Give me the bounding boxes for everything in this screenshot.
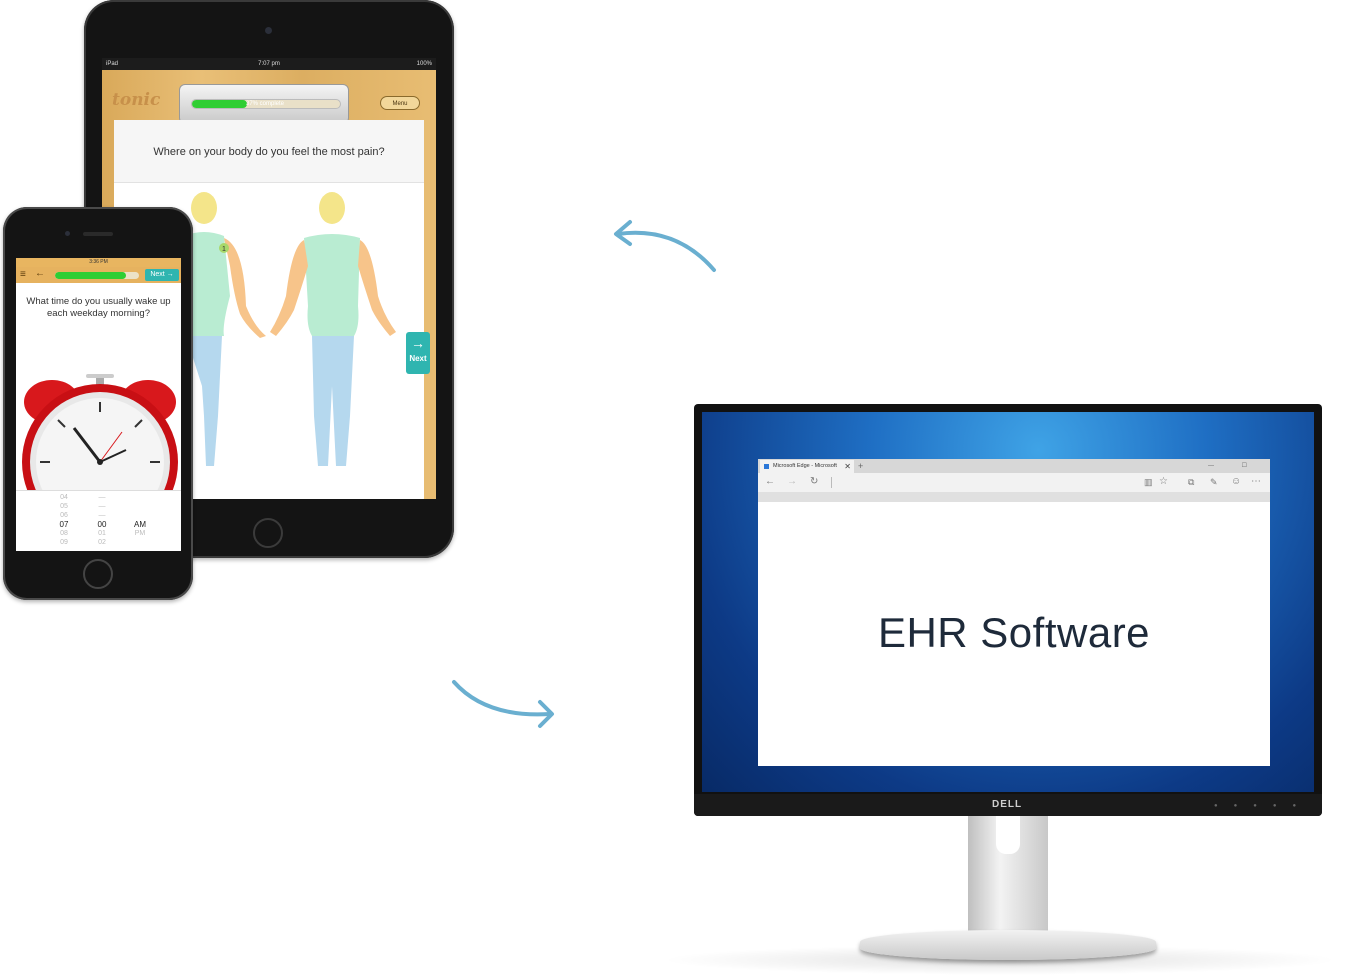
minute-column[interactable]: — — — 00 01 02 [87,493,117,547]
iphone-progress-bar [55,272,139,279]
monitor-bezel-chin: DELL ●●●●● [694,794,1322,816]
picker-period-selected: AM [134,520,146,529]
iphone-next-label: Next [150,271,165,278]
arrow-to-ehr-icon [452,680,554,728]
picker-minute: — [98,503,106,510]
menu-button[interactable]: Menu [380,96,420,110]
tonic-logo: tonic [112,90,161,110]
iphone-progress-fill [55,272,127,279]
progress-fill [192,100,247,108]
arrow-to-devices-icon [614,220,716,272]
clipboard-clip: 37% complete [179,84,349,124]
monitor-stand-slot [996,814,1020,854]
progress-bar: 37% complete [191,99,341,109]
browser-tab[interactable]: Microsoft Edge - Microsoft ✕ [760,460,854,473]
period-column[interactable]: AM PM [125,493,155,538]
picker-minute: — [98,494,106,501]
monitor-stand-base [860,930,1156,960]
browser-titlebar: Microsoft Edge - Microsoft ✕ + — ☐ ✕ [758,459,1270,483]
picker-hour: 08 [60,530,68,537]
hour-column[interactable]: 04 05 06 07 08 09 [49,493,79,547]
picker-minute: — [98,512,106,519]
iphone-home-button[interactable] [83,559,113,589]
iphone-device: 3:36 PM ≡ ← Next → What time do you usua… [3,207,193,600]
tab-title: Microsoft Edge - Microsoft [773,463,837,469]
next-label: Next [409,354,427,363]
dell-logo: DELL [992,799,1023,810]
picker-period [125,502,155,511]
favorites-star-icon[interactable]: ☆ [1159,476,1168,487]
edge-browser-window: Microsoft Edge - Microsoft ✕ + — ☐ ✕ ← →… [758,459,1270,766]
picker-period: PM [134,530,146,537]
picker-period [125,493,155,502]
back-icon[interactable]: ← [765,476,775,487]
iphone-camera [65,231,70,236]
picker-minute: 02 [98,539,106,546]
next-button[interactable]: → Next [406,332,430,374]
ipad-camera [265,27,272,34]
ipad-time: 7:07 pm [258,61,280,67]
web-note-icon[interactable]: ✎ [1210,477,1218,487]
monitor-buttons[interactable]: ●●●●● [1214,803,1313,809]
tab-close-icon[interactable]: ✕ [844,462,851,471]
browser-content-header [758,492,1270,502]
iphone-screen: 3:36 PM ≡ ← Next → What time do you usua… [16,258,181,551]
picker-hour: 06 [60,512,68,519]
iphone-toolbar: ≡ ← Next → [16,267,181,283]
iphone-speaker [83,232,113,236]
monitor-display: Microsoft Edge - Microsoft ✕ + — ☐ ✕ ← →… [702,412,1314,792]
hamburger-menu-icon[interactable]: ≡ [20,269,26,280]
ipad-battery: 100% [416,61,432,67]
picker-hour: 04 [60,494,68,501]
picker-hour-selected: 07 [59,520,69,529]
reading-view-icon[interactable]: ▥ [1144,477,1153,487]
back-arrow-icon[interactable]: ← [35,268,45,279]
iphone-status-bar: 3:36 PM [16,258,181,267]
picker-minute-selected: 00 [97,520,107,529]
browser-navbar: ← → ↻ ▥ ☆ ⧉ ✎ ☺ ⋯ [758,473,1270,493]
nav-divider [831,477,832,488]
arrow-right-icon: → [411,335,425,351]
windows-logo-icon [764,464,769,469]
ipad-status-bar: iPad 7:07 pm 100% [102,58,436,70]
picker-hour: 05 [60,503,68,510]
ipad-home-button[interactable] [253,518,283,548]
body-marker: 1 [222,246,226,253]
feedback-smiley-icon[interactable]: ☺ [1231,476,1242,487]
time-picker[interactable]: 04 05 06 07 08 09 — — — 00 01 02 AM PM [16,490,181,551]
picker-period [125,511,155,520]
iphone-question-text: What time do you usually wake up each we… [26,296,171,319]
question-text: Where on your body do you feel the most … [114,120,424,183]
new-tab-icon[interactable]: + [858,461,864,471]
picker-hour: 09 [60,539,68,546]
refresh-icon[interactable]: ↻ [810,476,819,487]
iphone-next-button[interactable]: Next → [145,269,179,281]
more-options-icon[interactable]: ⋯ [1251,476,1261,487]
ipad-carrier: iPad [106,61,119,67]
body-back[interactable] [270,192,396,466]
forward-icon[interactable]: → [787,476,797,487]
ehr-software-title: EHR Software [877,609,1151,656]
body-diagram[interactable]: 1 [174,186,434,476]
hub-icon[interactable]: ⧉ [1188,477,1195,487]
alarm-clock-illustration [22,374,178,490]
picker-minute: 01 [98,530,106,537]
monitor: Microsoft Edge - Microsoft ✕ + — ☐ ✕ ← →… [694,404,1322,816]
progress-label: 37% complete [246,101,285,107]
